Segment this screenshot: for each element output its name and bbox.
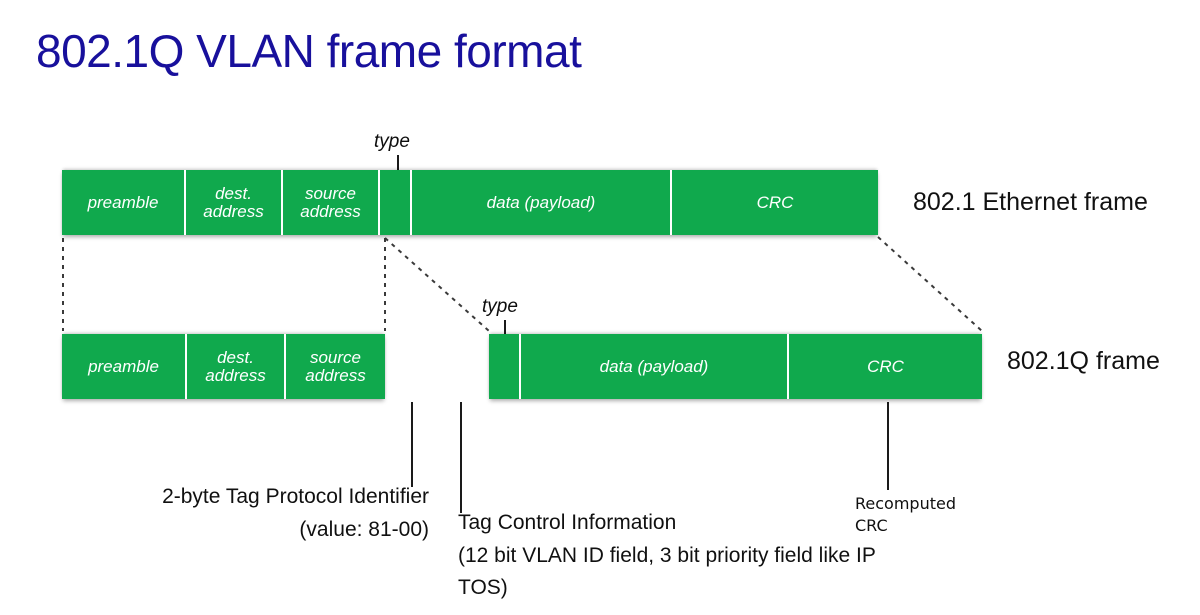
segment-source-address: source address: [283, 170, 380, 235]
segment-dest-address: dest. address: [186, 170, 283, 235]
annotation-tpid-line2: (value: 81-00): [299, 517, 429, 541]
type-label-row1: type: [374, 131, 410, 152]
annotation-tci-line3: TOS): [458, 576, 508, 600]
segment-data-payload: data (payload): [412, 170, 672, 235]
segment-type: [380, 170, 412, 235]
annotation-tci-line2: (12 bit VLAN ID field, 3 bit priority fi…: [458, 543, 876, 567]
segment-crc: CRC: [672, 170, 878, 235]
annotation-tag-protocol-identifier: 2-byte Tag Protocol Identifier (value: 8…: [60, 481, 429, 546]
segment-preamble: preamble: [62, 170, 186, 235]
annotation-tci-line1: Tag Control Information: [458, 511, 677, 534]
segment-preamble: preamble: [62, 334, 187, 399]
dot1q-frame-segments-left: preamble dest. address source address: [62, 334, 385, 399]
dashed-connector-mid-diagonal: [384, 237, 490, 332]
segment-type: [489, 334, 521, 399]
ethernet-frame-segments: preamble dest. address source address da…: [62, 170, 878, 235]
segment-crc: CRC: [789, 334, 982, 399]
dot1q-frame-segments-right: data (payload) CRC: [489, 334, 982, 399]
dot1q-frame-label: 802.1Q frame: [1007, 347, 1160, 375]
annotation-recomputed-crc: Recomputed CRC: [855, 493, 956, 536]
annotation-recomputed-line2: CRC: [855, 515, 888, 535]
annotation-tpid-line1: 2-byte Tag Protocol Identifier: [162, 485, 429, 508]
type-label-row2: type: [482, 296, 518, 317]
segment-data-payload: data (payload): [521, 334, 789, 399]
ethernet-frame-label: 802.1 Ethernet frame: [913, 188, 1148, 216]
annotation-recomputed-line1: Recomputed: [855, 494, 956, 513]
segment-dest-address: dest. address: [187, 334, 286, 399]
segment-source-address: source address: [286, 334, 385, 399]
annotation-tag-control-information: Tag Control Information (12 bit VLAN ID …: [458, 507, 928, 605]
page-title: 802.1Q VLAN frame format: [36, 25, 582, 77]
dashed-connector-right-diagonal: [877, 236, 983, 332]
